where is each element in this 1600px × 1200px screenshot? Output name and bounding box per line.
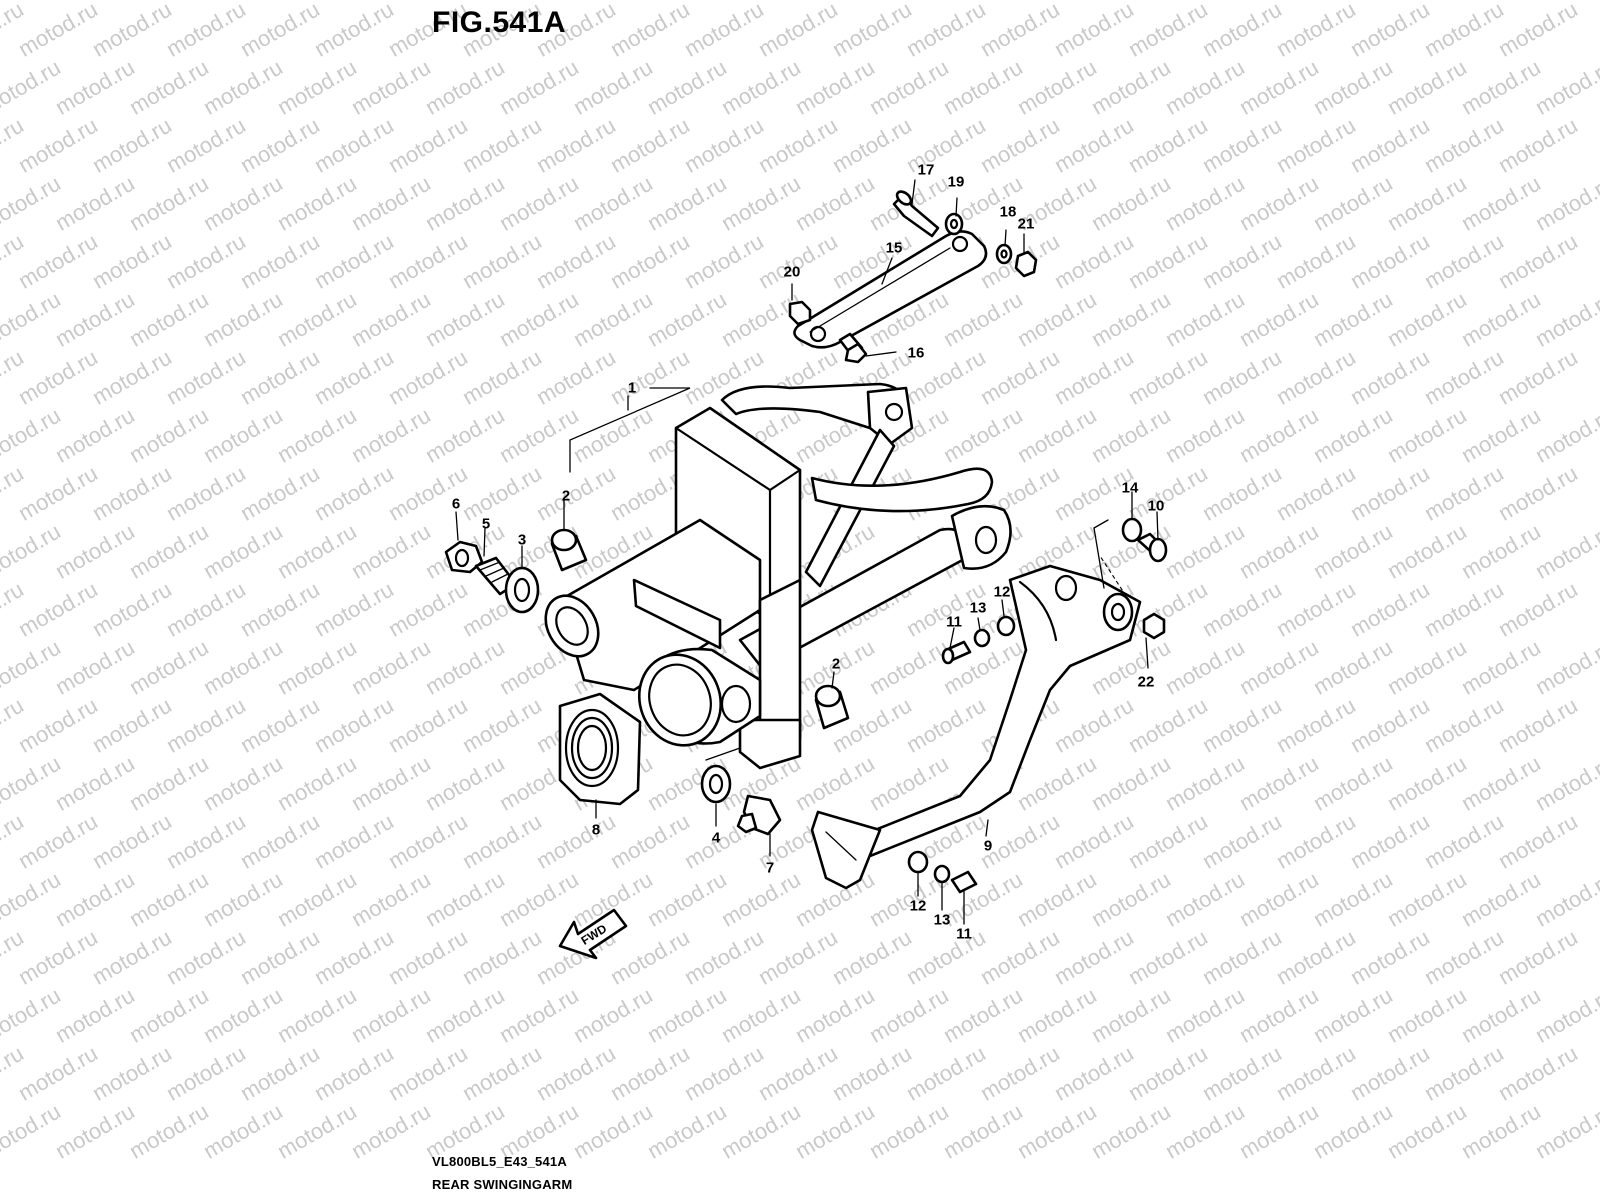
part-4-bearing [700,764,732,804]
callout-11-upper: 11 [946,613,962,631]
part-14-washer [1121,517,1143,543]
callout-10: 10 [1147,497,1165,515]
part-12-spacer-lower [907,850,929,874]
callout-2-lower: 2 [831,655,841,673]
part-11-bolt-upper [941,640,972,665]
part-8-boot [558,692,642,806]
callout-13-lower: 13 [933,911,951,929]
part-3-bearing [504,566,540,614]
part-2-bearing-upper [550,528,588,572]
part-13-collar-lower [933,864,951,884]
part-7-plug [736,794,782,836]
part-21-nut [1014,250,1038,278]
part-16-bolt [838,332,868,364]
part-22-nut [1142,612,1166,640]
callout-2-upper: 2 [561,487,571,505]
callout-1: 1 [627,379,637,397]
part-20-nut [788,300,812,326]
part-18-washer [995,243,1013,265]
callout-22: 22 [1137,673,1155,691]
part-9-right-arm [810,555,1142,890]
model-code: VL800BL5_E43_541A [432,1154,567,1169]
part-17-bolt [892,190,940,238]
figure-title: FIG.541A [432,6,567,39]
fwd-arrow-icon [558,908,628,960]
callout-14: 14 [1121,479,1139,497]
callout-13-upper: 13 [969,599,987,617]
callout-6: 6 [451,495,461,513]
part-6-nut [444,540,484,574]
leader-lines [455,179,1159,925]
part-15-torque-link [793,230,988,349]
callout-12-upper: 12 [993,583,1011,601]
callout-12-lower: 12 [909,897,927,915]
callout-5: 5 [481,515,491,533]
part-1-swingarm-frame [544,382,1012,770]
part-10-bolt [1136,532,1168,563]
callout-8: 8 [591,821,601,839]
callout-19: 19 [947,173,965,191]
callout-9: 9 [983,837,993,855]
callout-21: 21 [1017,215,1035,233]
part-2-bearing-lower [814,684,850,730]
part-12-spacer-upper [996,615,1016,637]
callout-4: 4 [711,829,721,847]
callout-3: 3 [517,531,527,549]
callout-15: 15 [885,239,903,257]
part-11-bolt-lower [950,870,978,894]
callout-7: 7 [765,859,775,877]
callout-11-lower: 11 [956,925,972,943]
callout-17: 17 [917,161,935,179]
part-19-washer [944,212,964,236]
callout-16: 16 [907,344,925,362]
callout-18: 18 [999,203,1017,221]
callout-20: 20 [783,263,801,281]
part-13-collar-upper [973,628,991,648]
figure-caption: REAR SWINGINGARM [432,1177,573,1192]
